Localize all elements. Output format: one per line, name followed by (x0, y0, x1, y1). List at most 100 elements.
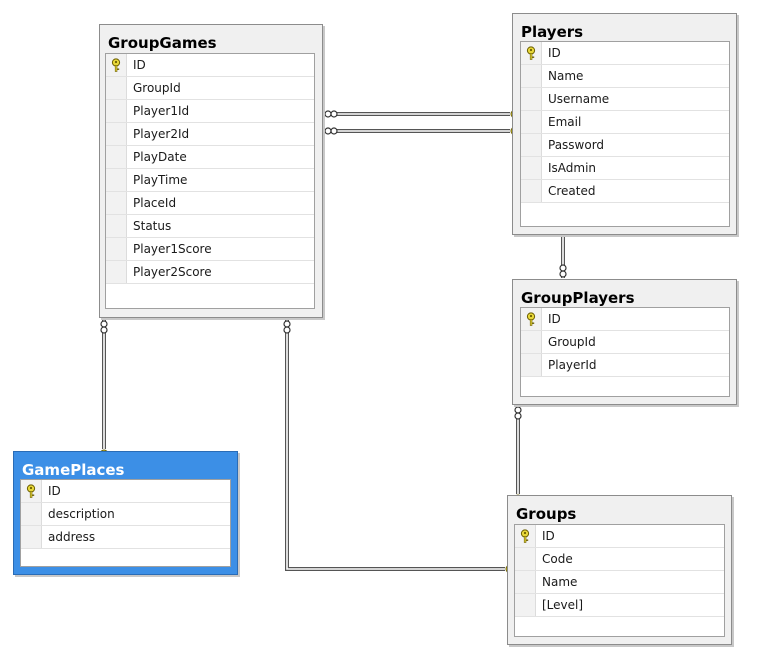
column-name: Player1Score (133, 242, 212, 256)
table-title: Groups (516, 505, 577, 523)
row-selector[interactable] (521, 88, 542, 110)
row-selector[interactable] (521, 111, 542, 133)
groupgames-groups-line[interactable] (285, 320, 505, 571)
column-row[interactable]: Player1Score (106, 238, 314, 261)
column-name: address (48, 530, 96, 544)
column-row[interactable]: IsAdmin (521, 157, 729, 180)
column-row[interactable]: Name (515, 571, 724, 594)
column-name: PlayerId (548, 358, 597, 372)
column-row[interactable]: ID (521, 308, 729, 331)
column-grid: ID description address (20, 479, 231, 567)
column-name: Username (548, 92, 610, 106)
row-selector[interactable] (521, 134, 542, 156)
column-row[interactable]: Player1Id (106, 100, 314, 123)
row-selector[interactable] (515, 525, 536, 547)
column-row[interactable]: ID (515, 525, 724, 548)
column-name: Player1Id (133, 104, 190, 118)
row-selector[interactable] (21, 503, 42, 525)
column-row[interactable]: Name (521, 65, 729, 88)
row-selector[interactable] (521, 354, 542, 376)
row-selector[interactable] (106, 146, 127, 168)
column-name: ID (133, 58, 146, 72)
column-name: Player2Id (133, 127, 190, 141)
row-selector[interactable] (106, 215, 127, 237)
column-name: IsAdmin (548, 161, 597, 175)
column-row[interactable]: ID (521, 42, 729, 65)
column-name: ID (548, 46, 561, 60)
row-selector[interactable] (106, 192, 127, 214)
column-row[interactable]: PlayerId (521, 354, 729, 377)
groupplayers-players-many-end (559, 264, 567, 278)
column-name: Status (133, 219, 172, 233)
row-selector[interactable] (106, 123, 127, 145)
row-selector[interactable] (521, 308, 542, 330)
column-name: Name (548, 69, 584, 83)
groupgames-groups-many-end (283, 320, 291, 334)
column-name: description (48, 507, 115, 521)
column-name: ID (48, 484, 61, 498)
row-selector[interactable] (106, 100, 127, 122)
column-row[interactable]: Email (521, 111, 729, 134)
column-row[interactable]: [Level] (515, 594, 724, 617)
row-selector[interactable] (515, 548, 536, 570)
column-row[interactable]: ID (21, 480, 230, 503)
column-name: GroupId (548, 335, 596, 349)
column-name: ID (542, 529, 555, 543)
row-selector[interactable] (515, 594, 536, 616)
column-name: Player2Score (133, 265, 212, 279)
row-selector[interactable] (106, 238, 127, 260)
column-row[interactable]: ID (106, 54, 314, 77)
row-selector[interactable] (106, 261, 127, 283)
column-name: ID (548, 312, 561, 326)
column-row[interactable]: PlayTime (106, 169, 314, 192)
row-selector[interactable] (521, 65, 542, 87)
row-selector[interactable] (521, 331, 542, 353)
groupplayers-groups-many-end (514, 406, 522, 420)
groupgames-groups-line-inner (286, 320, 505, 570)
column-name: PlaceId (133, 196, 177, 210)
column-name: Email (548, 115, 582, 129)
row-selector[interactable] (521, 42, 542, 64)
table-title: Players (521, 23, 584, 41)
groupgames-player1-players-many-end (324, 110, 338, 118)
column-row[interactable]: GroupId (106, 77, 314, 100)
row-selector[interactable] (21, 526, 42, 548)
column-row[interactable]: Username (521, 88, 729, 111)
row-selector[interactable] (521, 157, 542, 179)
table-title: GroupGames (108, 34, 217, 52)
row-selector[interactable] (106, 54, 127, 76)
column-row[interactable]: Code (515, 548, 724, 571)
column-name: PlayDate (133, 150, 187, 164)
column-name: Code (542, 552, 573, 566)
table-title: GroupPlayers (521, 289, 635, 307)
row-selector[interactable] (106, 77, 127, 99)
column-row[interactable]: GroupId (521, 331, 729, 354)
row-selector[interactable] (515, 571, 536, 593)
column-row[interactable]: Status (106, 215, 314, 238)
column-name: PlayTime (133, 173, 188, 187)
column-row[interactable]: Password (521, 134, 729, 157)
column-name: GroupId (133, 81, 181, 95)
column-name: Password (548, 138, 605, 152)
column-row[interactable]: address (21, 526, 230, 549)
column-row[interactable]: Player2Id (106, 123, 314, 146)
column-row[interactable]: PlaceId (106, 192, 314, 215)
column-row[interactable]: description (21, 503, 230, 526)
groupgames-gameplaces-many-end (100, 320, 108, 334)
column-row[interactable]: PlayDate (106, 146, 314, 169)
column-name: [Level] (542, 598, 584, 612)
row-selector[interactable] (106, 169, 127, 191)
column-name: Created (548, 184, 596, 198)
column-row[interactable]: Player2Score (106, 261, 314, 284)
row-selector[interactable] (21, 480, 42, 502)
row-selector[interactable] (521, 180, 542, 202)
column-row[interactable]: Created (521, 180, 729, 203)
